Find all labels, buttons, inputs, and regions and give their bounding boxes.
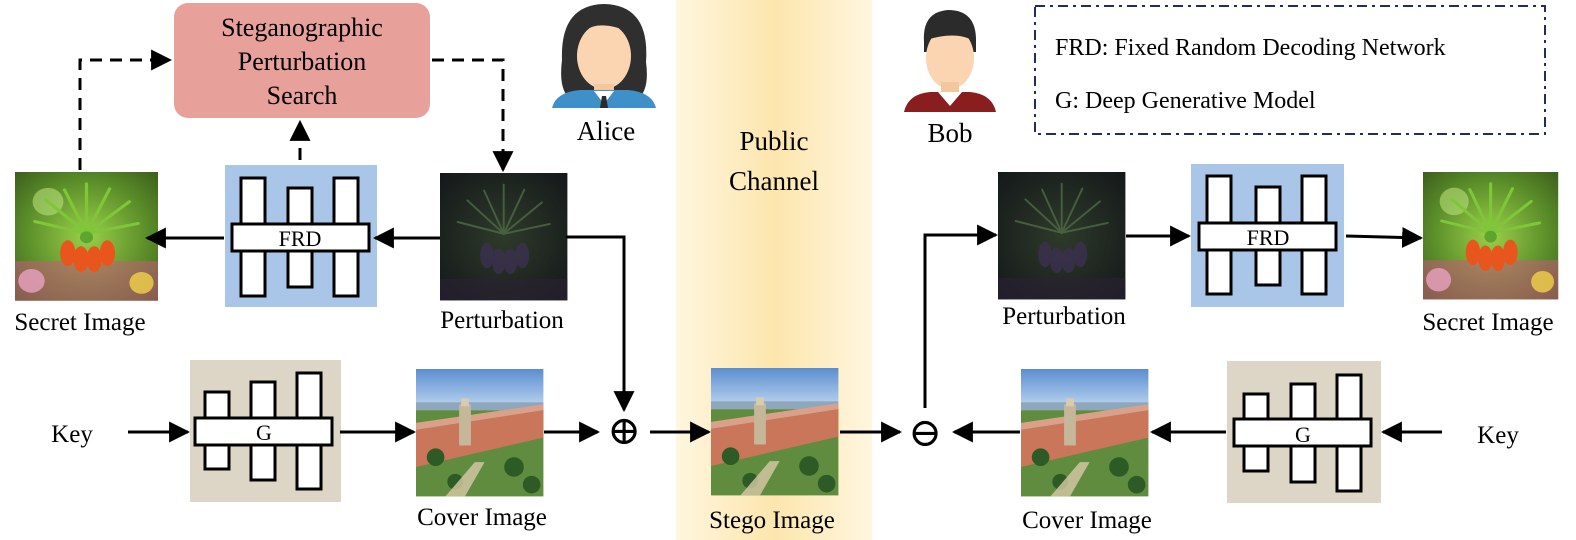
frd-network-right	[1191, 164, 1344, 307]
perturbation-image-left	[439, 172, 569, 302]
cover-image-left	[416, 369, 544, 497]
bob-avatar	[904, 10, 996, 112]
g-network-right	[1227, 361, 1381, 503]
search-box-line2: Perturbation	[238, 47, 367, 76]
public-channel-label-line1: Public	[739, 126, 808, 156]
frd-network-left	[225, 165, 377, 307]
g-label-left: G	[256, 420, 272, 445]
stego-image-label: Stego Image	[709, 507, 835, 534]
perturbation-image-right	[997, 171, 1127, 301]
secret-image-left	[13, 170, 160, 303]
stego-image	[711, 368, 839, 496]
arrow-secret-to-search	[78, 49, 173, 170]
search-box-line3: Search	[267, 81, 338, 110]
frd-label-left: FRD	[279, 226, 322, 251]
arrows	[78, 49, 1442, 443]
steganographic-search-box	[174, 3, 430, 118]
alice-label: Alice	[577, 116, 635, 146]
add-operator: ⊕	[607, 408, 641, 453]
legend-frd: FRD: Fixed Random Decoding Network	[1055, 35, 1446, 61]
alice-avatar	[552, 4, 656, 108]
legend-g: G: Deep Generative Model	[1055, 88, 1316, 114]
bob-label: Bob	[927, 118, 972, 148]
key-left-label: Key	[51, 421, 93, 448]
secret-image-left-label: Secret Image	[14, 309, 145, 336]
key-right-label: Key	[1477, 422, 1519, 449]
cover-image-left-label: Cover Image	[417, 504, 547, 531]
perturbation-left-label: Perturbation	[440, 307, 564, 334]
frd-label-right: FRD	[1247, 225, 1290, 250]
perturbation-right-label: Perturbation	[1002, 303, 1126, 330]
g-label-right: G	[1295, 422, 1311, 447]
subtract-operator: ⊖	[908, 410, 942, 455]
legend-box	[1034, 5, 1546, 135]
secret-image-right	[1421, 170, 1560, 301]
search-box-line1: Steganographic	[221, 13, 383, 42]
g-network-left	[190, 360, 341, 502]
public-channel-label-line2: Channel	[729, 166, 819, 196]
cover-image-right	[1021, 369, 1149, 497]
arrow-subtract-to-perturbation	[923, 224, 999, 408]
secret-image-right-label: Secret Image	[1422, 309, 1553, 336]
arrow-perturbation-to-add	[566, 235, 635, 413]
arrow-search-to-perturbation	[432, 58, 514, 173]
cover-image-right-label: Cover Image	[1022, 507, 1152, 534]
arrow-frd-to-secret-right	[1345, 226, 1424, 248]
